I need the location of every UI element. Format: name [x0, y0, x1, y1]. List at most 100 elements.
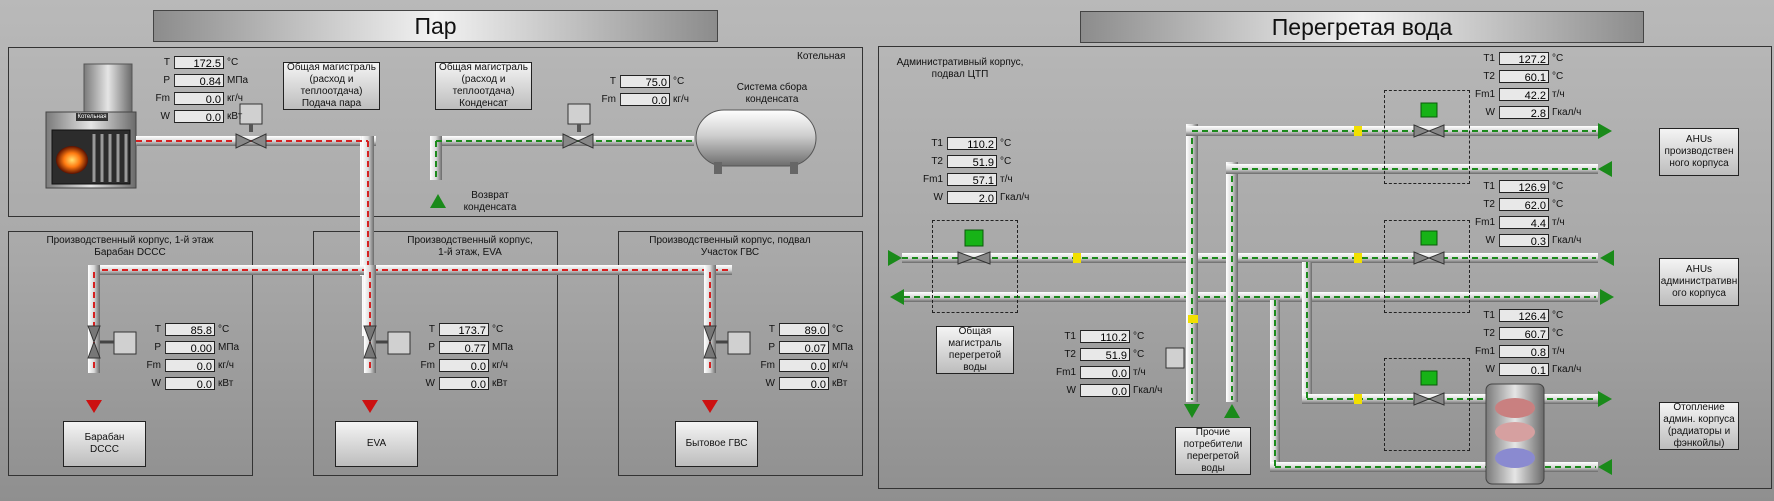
readout-value: 2.0	[947, 191, 997, 205]
readout-value: 89.0	[779, 323, 829, 337]
readout-name: T	[428, 324, 435, 335]
readout-value: 62.0	[1499, 198, 1549, 212]
readout-row: T1 126.9°C	[1483, 180, 1563, 194]
boiler-room-label: Котельная	[797, 51, 846, 62]
readout-name: W	[1485, 235, 1495, 246]
readout-value: 172.5	[174, 56, 224, 70]
readout-name: W	[160, 111, 170, 122]
readout-unit: °C	[1133, 331, 1145, 342]
branch2-valve-group	[1384, 220, 1470, 313]
readout-name: Fm1	[1056, 367, 1076, 378]
readout-name: T1	[1483, 181, 1495, 192]
readout-name: T2	[1483, 71, 1495, 82]
drum-dccc-button[interactable]: Барабан DCCC	[63, 421, 146, 467]
condensate-main-button[interactable]: Общая магистраль (расход и теплоотдача) …	[435, 62, 532, 110]
readout-value: 0.07	[779, 341, 829, 355]
readout-name: T2	[1483, 328, 1495, 339]
steam-consumer-frame-2	[313, 231, 558, 476]
readout-name: Fm1	[923, 174, 943, 185]
main-hot-water-button[interactable]: Общая магистраль перегретой воды	[936, 326, 1014, 374]
readout-name: T	[768, 324, 775, 335]
steam-consumer-frame-3	[618, 231, 863, 476]
steam-consumer-frame-1	[8, 231, 253, 476]
readout-unit: кВт	[218, 378, 234, 389]
readout-unit: кВт	[832, 378, 848, 389]
readout-name: T1	[931, 138, 943, 149]
hot-water-frame	[878, 46, 1772, 489]
readout-value: 75.0	[620, 75, 670, 89]
readout-name: T2	[1483, 199, 1495, 210]
readout-name: T	[609, 76, 616, 87]
readout-unit: °C	[218, 324, 230, 335]
condensate-collector-label: Система сбора конденсата	[736, 82, 808, 105]
readout-row: T1 110.2°C	[931, 137, 1011, 151]
other-consumers-button[interactable]: Прочие потребители перегретой воды	[1175, 427, 1251, 475]
readout-value: 110.2	[947, 137, 997, 151]
readout-row: T 173.7°C	[429, 323, 503, 337]
readout-value: 0.3	[1499, 234, 1549, 248]
readout-unit: кВт	[227, 111, 243, 122]
readout-name: Fm	[146, 360, 161, 371]
readout-value: 0.0	[620, 93, 670, 107]
admin-heating-button[interactable]: Отопление админ. корпуса (радиаторы и фэ…	[1659, 402, 1739, 450]
readout-value: 0.0	[174, 92, 224, 106]
ahu-admin-button[interactable]: AHUs административн ого корпуса	[1659, 258, 1739, 306]
readout-value: 110.2	[1080, 330, 1130, 344]
readout-unit: кВт	[492, 378, 508, 389]
readout-value: 0.0	[165, 359, 215, 373]
readout-unit: Гкал/ч	[1552, 107, 1582, 118]
readout-value: 4.4	[1499, 216, 1549, 230]
readout-unit: °C	[1552, 328, 1564, 339]
readout-name: P	[428, 342, 435, 353]
ahu-production-button[interactable]: AHUs производствен ного корпуса	[1659, 128, 1739, 176]
readout-value: 126.9	[1499, 180, 1549, 194]
readout-name: Fm	[155, 93, 170, 104]
readout-unit: МПа	[832, 342, 854, 353]
readout-value: 0.84	[174, 74, 224, 88]
readout-unit: МПа	[492, 342, 514, 353]
readout-unit: °C	[1552, 181, 1564, 192]
readout-name: T2	[1064, 349, 1076, 360]
readout-value: 173.7	[439, 323, 489, 337]
readout-unit: °C	[1552, 199, 1564, 210]
eva-button[interactable]: EVA	[335, 421, 418, 467]
readout-name: W	[1485, 107, 1495, 118]
readout-unit: °C	[492, 324, 504, 335]
readout-name: P	[768, 342, 775, 353]
domestic-hot-water-button[interactable]: Бытовое ГВС	[675, 421, 758, 467]
steam-supply-main-button[interactable]: Общая магистраль (расход и теплоотдача) …	[283, 62, 380, 110]
readout-name: Fm1	[1475, 217, 1495, 228]
readout-unit: °C	[1552, 71, 1564, 82]
branch1-valve-group	[1384, 90, 1470, 184]
readout-unit: Гкал/ч	[1552, 364, 1582, 375]
steam-consumer-3-title: Производственный корпус, подвал Участок …	[649, 235, 811, 258]
readout-name: T1	[1483, 53, 1495, 64]
readout-unit: МПа	[227, 75, 249, 86]
readout-name: P	[163, 75, 170, 86]
readout-value: 126.4	[1499, 309, 1549, 323]
readout-unit: кг/ч	[218, 360, 235, 371]
readout-unit: °C	[1000, 138, 1012, 149]
readout-row: T2 60.7°C	[1483, 327, 1563, 341]
steam-consumer-1-title: Производственный корпус, 1-й этаж Бараба…	[46, 235, 214, 258]
readout-value: 0.1	[1499, 363, 1549, 377]
readout-value: 60.7	[1499, 327, 1549, 341]
